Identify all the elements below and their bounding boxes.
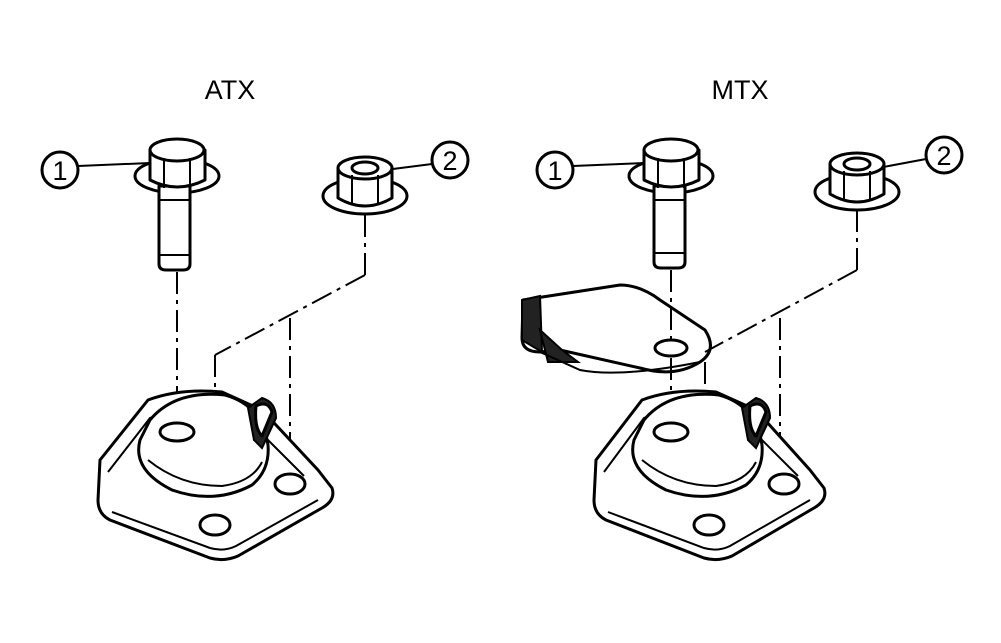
mount-dome <box>631 392 764 498</box>
leader-line <box>877 158 927 169</box>
bolt-hole <box>652 421 690 443</box>
mtx-label: MTX <box>712 75 769 105</box>
atx-panel: ATX 1 2 <box>40 75 470 562</box>
bracket-hole <box>653 338 689 358</box>
callout-number: 2 <box>936 141 951 171</box>
bolt-hole <box>767 472 801 496</box>
atx-callout-1: 1 <box>40 150 151 190</box>
mtx-panel: MTX 1 2 <box>520 75 964 562</box>
bolt-hole <box>692 513 726 537</box>
atx-nut <box>321 155 409 216</box>
callout-circle <box>40 150 80 190</box>
bolt-hole <box>158 421 196 443</box>
leader-line <box>77 162 151 167</box>
mtx-callout-1: 1 <box>535 150 646 190</box>
callout-circle <box>535 150 575 190</box>
leader-line <box>572 162 646 167</box>
callout-number: 1 <box>52 156 67 186</box>
mtx-bracket <box>520 283 712 374</box>
mtx-callout-2: 2 <box>877 135 964 175</box>
mount-dome <box>137 392 270 498</box>
bolt-shank <box>157 184 192 272</box>
callout-number: 2 <box>442 146 457 176</box>
mtx-engine-mount <box>592 389 827 562</box>
mtx-nut <box>813 151 901 212</box>
bolt-shank <box>652 184 687 270</box>
atx-callout-2: 2 <box>384 140 470 180</box>
callout-circle <box>430 140 470 180</box>
atx-label: ATX <box>205 75 256 105</box>
callout-circle <box>924 135 964 175</box>
mtx-bolt <box>627 137 715 270</box>
bolt-hole <box>198 513 232 537</box>
callout-number: 1 <box>547 156 562 186</box>
atx-engine-mount <box>96 389 335 562</box>
bolt-hole <box>273 472 307 496</box>
atx-bolt <box>133 137 221 272</box>
